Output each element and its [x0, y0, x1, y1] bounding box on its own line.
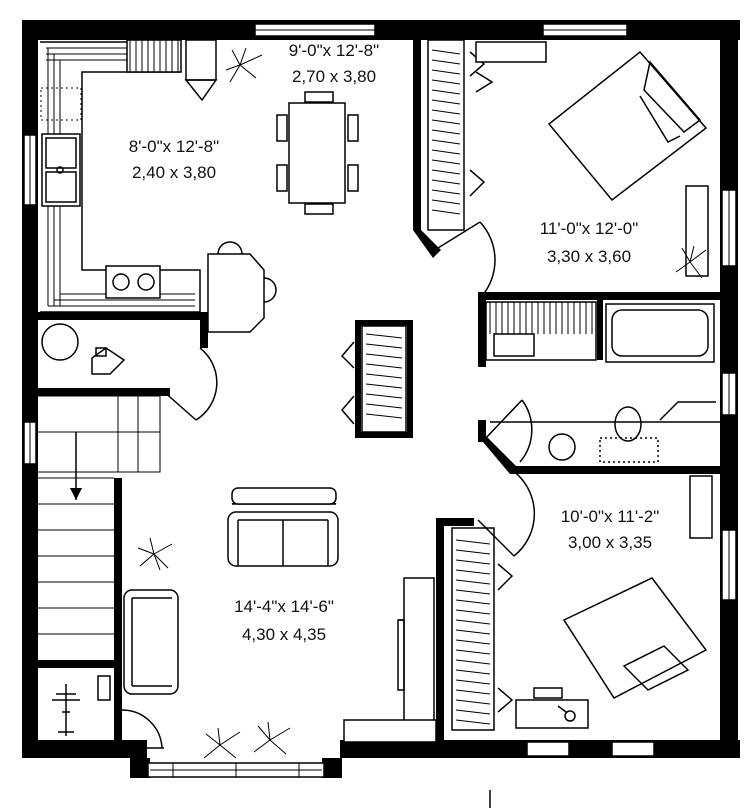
side-windows: [23, 134, 737, 601]
bathtub: [605, 303, 715, 363]
dining-label: 9'-0"x 12'-8" 2,70 x 3,80: [289, 41, 379, 86]
dining-table: [276, 91, 359, 215]
living-dim-imperial: 14'-4"x 14'-6": [234, 597, 334, 616]
bedroom1-door[interactable]: [437, 221, 496, 297]
living-label: 14'-4"x 14'-6" 4,30 x 4,35: [234, 597, 334, 644]
bedroom1-closet: [427, 39, 486, 231]
dining-dim-imperial: 9'-0"x 12'-8": [289, 41, 379, 60]
top-windows: [254, 23, 628, 37]
bedroom2-windows: [526, 741, 655, 757]
bay-window: [147, 762, 325, 778]
bathroom-vanity: [485, 301, 597, 361]
bedroom1-bed: [547, 50, 708, 202]
bedroom2-dim-imperial: 10'-0"x 11'-2": [561, 507, 660, 526]
cooktop: [105, 265, 161, 299]
kitchen-label: 8'-0"x 12'-8" 2,40 x 3,80: [129, 137, 219, 182]
bedroom2-bed: [562, 577, 708, 699]
living-closet: [340, 325, 407, 433]
bedroom1-dresser: [685, 185, 709, 277]
interior-walls: [22, 30, 728, 748]
bath-counter: [490, 401, 720, 423]
laundry: [41, 323, 126, 375]
laundry-door[interactable]: [161, 347, 218, 421]
sink: [41, 133, 81, 207]
bedroom2-dresser: [689, 475, 713, 539]
refrigerator: [184, 39, 218, 102]
bedroom2-dim-metric: 3,00 x 3,35: [568, 533, 652, 552]
bedroom2-label: 10'-0"x 11'-2" 3,00 x 3,35: [561, 507, 660, 552]
entry-door[interactable]: [121, 709, 164, 749]
bedroom1-label: 11'-0"x 12'-0" 3,30 x 3,60: [540, 219, 639, 266]
bedroom1-desk: [475, 41, 547, 93]
bedroom2-desk: [515, 687, 589, 729]
living-dim-metric: 4,30 x 4,35: [242, 625, 326, 644]
entry-closet: [52, 675, 111, 736]
dishwasher: [40, 87, 82, 121]
kitchen-counter: [40, 39, 218, 313]
bedroom1-dim-imperial: 11'-0"x 12'-0": [540, 219, 639, 238]
plants: [137, 47, 707, 759]
upper-cabinet: [126, 39, 182, 73]
breakfast-table: [207, 241, 277, 333]
bedroom2-door[interactable]: [477, 469, 536, 557]
kitchen-dim-metric: 2,40 x 3,80: [132, 163, 216, 182]
dining-dim-metric: 2,70 x 3,80: [292, 67, 376, 86]
kitchen-dim-imperial: 8'-0"x 12'-8": [129, 137, 219, 156]
staircase: [38, 395, 161, 635]
bath-door[interactable]: [483, 399, 533, 463]
bedroom1-dim-metric: 3,30 x 3,60: [547, 247, 631, 266]
living-furniture: [123, 487, 437, 743]
bedroom2-closet: [451, 527, 514, 731]
toilet: [548, 406, 659, 463]
